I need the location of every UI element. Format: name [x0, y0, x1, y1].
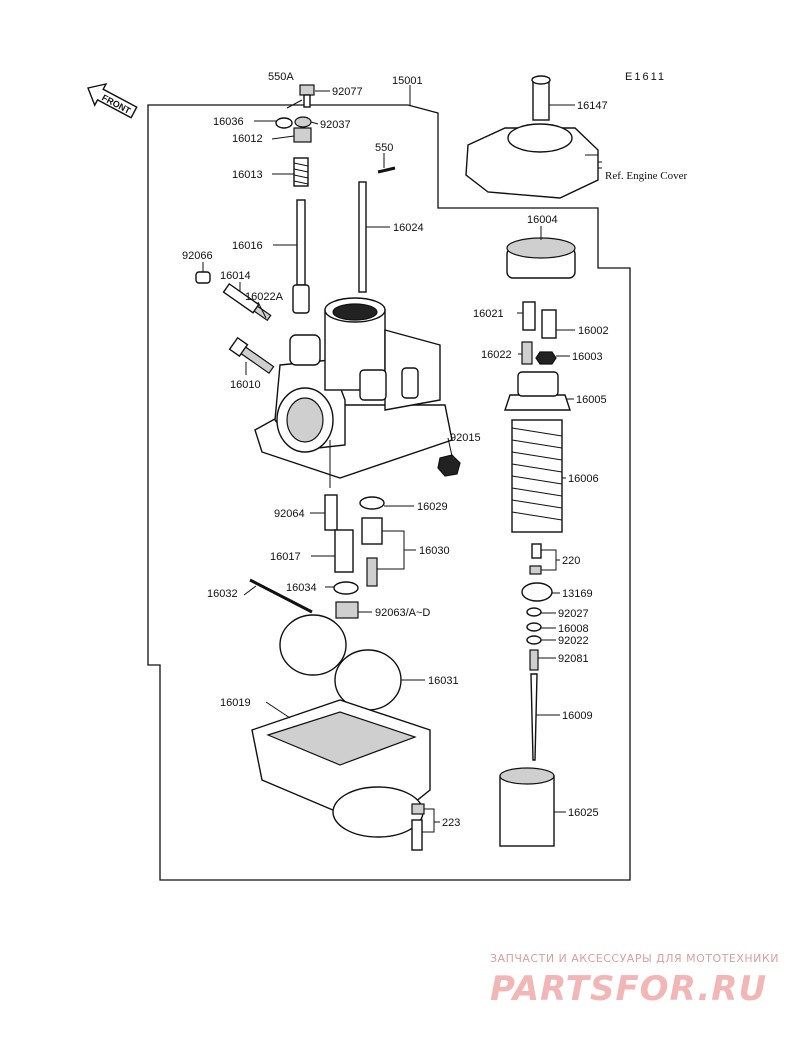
watermark-logo: PARTSFOR.RU: [490, 969, 767, 1009]
label-16016: 16016: [232, 240, 263, 252]
part-550-pin: [377, 166, 396, 174]
part-16003-nut: [535, 351, 557, 365]
label-16009: 16009: [562, 710, 593, 722]
part-16031-float: [279, 614, 402, 711]
part-92063-main-jet: [335, 601, 359, 619]
part-92015-nut: [437, 454, 461, 477]
diagram-code: E1611: [625, 71, 666, 83]
label-ref-engine-cover: Ref. Engine Cover: [605, 170, 688, 182]
part-92066-cap: [195, 271, 211, 284]
label-92022: 92022: [558, 635, 589, 647]
label-16030: 16030: [419, 545, 450, 557]
part-16006-spring: [511, 419, 563, 533]
part-220-clip-lower: [529, 565, 542, 575]
label-16008: 16008: [558, 623, 589, 635]
label-16024: 16024: [393, 222, 424, 234]
part-16025-throttle-valve: [499, 767, 555, 847]
part-220-clip: [531, 543, 542, 559]
part-16005-top: [504, 371, 571, 411]
label-92063: 92063/A~D: [375, 607, 430, 619]
watermark-tagline: ЗАПЧАСТИ И АКСЕССУАРЫ ДЛЯ МОТОТЕХНИКИ: [490, 952, 779, 965]
label-16013: 16013: [232, 169, 263, 181]
label-16029: 16029: [417, 501, 448, 513]
label-92066: 92066: [182, 250, 213, 262]
label-220: 220: [562, 555, 580, 567]
label-16006: 16006: [568, 473, 599, 485]
part-16019-float-bowl: [251, 699, 431, 838]
part-16024-rod: [358, 181, 367, 293]
label-16017: 16017: [270, 551, 301, 563]
part-16014-screw: [222, 282, 272, 322]
part-16034-washer: [333, 581, 359, 595]
part-15001-carburetor-body: [254, 297, 453, 488]
label-92077: 92077: [332, 86, 363, 98]
label-16036: 16036: [213, 116, 244, 128]
part-16004-cap: [506, 237, 576, 279]
label-16147: 16147: [577, 100, 608, 112]
label-16034: 16034: [286, 582, 317, 594]
part-92064-jet: [324, 494, 338, 531]
part-13169-plate: [521, 582, 553, 602]
label-16019: 16019: [220, 697, 251, 709]
label-92027: 92027: [558, 608, 589, 620]
front-arrow-icon: FRONT: [87, 82, 138, 119]
label-550A: 550A: [268, 71, 294, 83]
part-16032-float-pin: [249, 578, 313, 614]
label-223: 223: [442, 817, 460, 829]
label-16012: 16012: [232, 133, 263, 145]
part-16008-clip: [526, 622, 542, 632]
label-16025: 16025: [568, 807, 599, 819]
label-13169: 13169: [562, 588, 593, 600]
part-labels: 550A 92077 15001 16036 92037 16012 550 1…: [182, 71, 688, 829]
label-16010: 16010: [230, 379, 261, 391]
label-16014: 16014: [220, 270, 251, 282]
part-16147-fitting: [531, 75, 551, 121]
part-16021-screw: [522, 301, 536, 331]
part-16017-needle-jet: [334, 529, 354, 573]
label-550: 550: [375, 142, 393, 154]
label-92081: 92081: [558, 653, 589, 665]
part-16029-washer: [359, 496, 385, 510]
part-92022-washer: [526, 635, 542, 645]
part-92081-spring: [529, 649, 539, 671]
part-92027-ring: [526, 607, 542, 617]
label-16004: 16004: [527, 214, 558, 226]
part-16002-screw: [541, 309, 557, 339]
label-16032: 16032: [207, 588, 238, 600]
label-16022: 16022: [481, 349, 512, 361]
part-92077-screw: [286, 84, 315, 109]
assembly-frame: [147, 104, 631, 881]
part-16013-spring: [293, 157, 309, 187]
part-16022-spring: [521, 341, 533, 365]
engine-cover-ref: [465, 123, 602, 199]
part-16009-needle: [530, 673, 538, 761]
label-92015: 92015: [450, 432, 481, 444]
label-16021: 16021: [473, 308, 504, 320]
label-15001: 15001: [392, 75, 423, 87]
label-16022A: 16022A: [245, 291, 284, 303]
label-92064: 92064: [274, 508, 305, 520]
part-16016-rod: [292, 199, 310, 314]
label-16002: 16002: [578, 325, 609, 337]
part-16036-ring: [275, 117, 293, 129]
part-16012-nut: [293, 127, 312, 143]
label-16003: 16003: [572, 351, 603, 363]
watermark: ЗАПЧАСТИ И АКСЕССУАРЫ ДЛЯ МОТОТЕХНИКИ PA…: [490, 952, 779, 1009]
label-16031: 16031: [428, 675, 459, 687]
part-223-screws: [411, 803, 425, 851]
leader-lines: [202, 85, 602, 833]
label-92037: 92037: [320, 119, 351, 131]
part-16010-screw: [228, 336, 275, 375]
part-92037-washer: [294, 116, 312, 128]
label-16005: 16005: [576, 394, 607, 406]
part-16030-float-valve: [361, 517, 383, 587]
